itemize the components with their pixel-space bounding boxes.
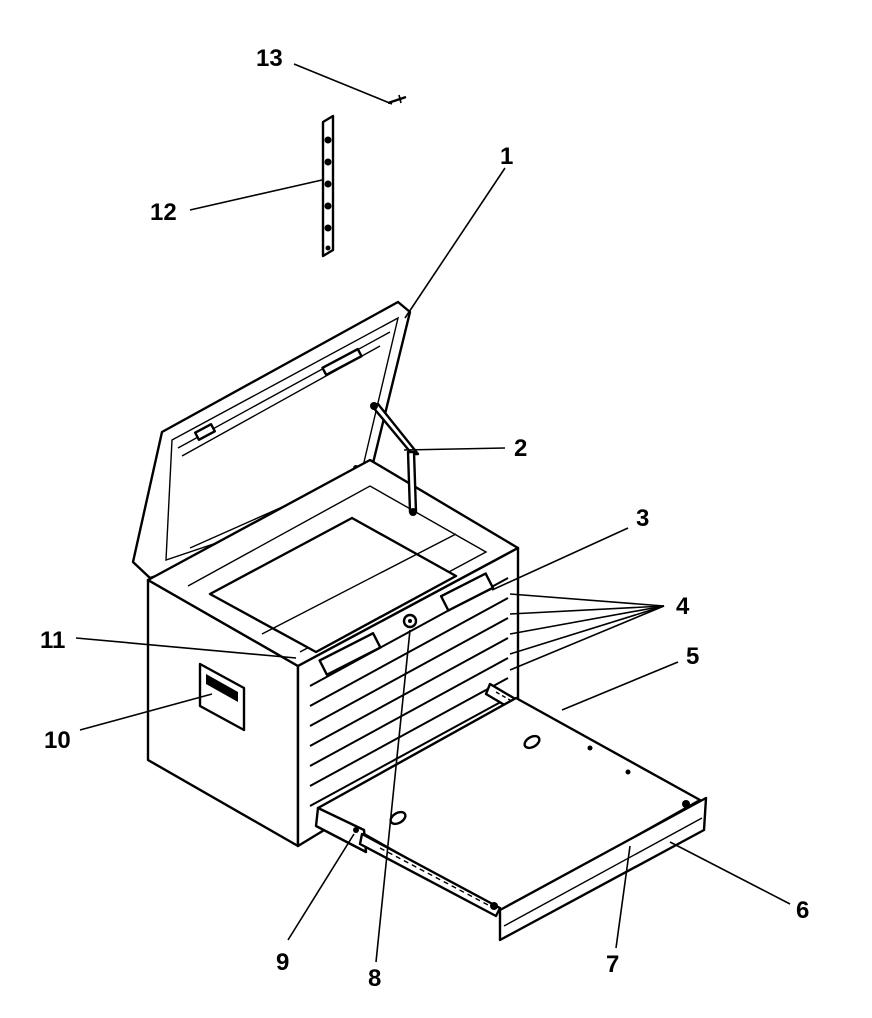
leader-2 (403, 447, 506, 451)
leader-4b (509, 605, 665, 615)
leader-lines (75, 63, 791, 963)
leader-6 (669, 841, 791, 905)
callout-11: 11 (40, 627, 65, 654)
callout-5: 5 (686, 643, 699, 670)
callout-9: 9 (276, 949, 289, 976)
leader-4d (509, 605, 665, 655)
pin-part (387, 94, 407, 105)
callout-6: 6 (796, 897, 809, 924)
open-drawer (314, 682, 708, 942)
callout-10: 10 (44, 727, 71, 754)
leader-11 (75, 637, 297, 659)
lid-stay-part (370, 402, 420, 516)
callout-3: 3 (636, 505, 649, 532)
leader-4c (509, 605, 665, 635)
leader-13 (293, 63, 393, 105)
leader-9 (287, 833, 355, 941)
leader-7 (615, 845, 631, 949)
leader-4a (509, 593, 665, 607)
callout-labels: 13 12 1 2 3 4 5 6 7 8 9 10 11 (40, 45, 809, 992)
leader-4e (509, 605, 665, 671)
callout-13: 13 (256, 45, 283, 72)
leader-5 (561, 661, 679, 711)
callout-12: 12 (150, 199, 177, 226)
callout-7: 7 (606, 951, 619, 978)
leader-3 (491, 527, 629, 591)
callout-2: 2 (514, 435, 527, 462)
hinge-strip-part (321, 114, 335, 258)
callout-8: 8 (368, 965, 381, 992)
leader-10 (79, 693, 213, 731)
leader-8 (375, 629, 411, 963)
side-handle-part (198, 662, 246, 732)
callout-4: 4 (676, 593, 690, 620)
callout-1: 1 (500, 143, 513, 170)
leader-12 (189, 179, 323, 211)
leader-1 (404, 167, 506, 319)
